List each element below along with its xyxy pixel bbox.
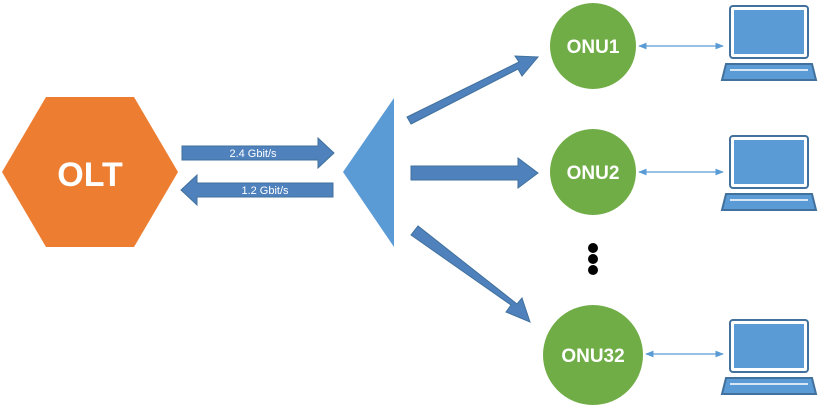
downstream-link: 2.4 Gbit/s [181,136,335,170]
downstream-rate-label: 2.4 Gbit/s [229,148,277,160]
fanout-arrows [406,55,540,323]
fanout-arrow-onu1 [406,55,540,125]
onu-circle [550,3,636,89]
onu-label: ONU1 [567,37,620,58]
downstream-arrow [181,136,335,170]
fanout-arrow-onu32 [410,225,531,323]
onu-node-32: ONU32 [543,305,643,405]
upstream-link: 1.2 Gbit/s [180,173,334,207]
splitter-triangle-icon [343,98,394,247]
onu-label: ONU2 [567,163,620,184]
onu-circle [550,129,636,215]
laptop-icon [720,135,818,211]
fanout-arrow-onu2 [410,157,539,189]
olt-node: OLT [2,97,178,247]
vertical-dots-icon [588,243,598,275]
onu-label: ONU32 [561,346,624,367]
laptop-icon [720,5,818,81]
laptop-icon [720,319,818,395]
ellipsis-dot [588,265,598,275]
olt-label: OLT [57,156,123,194]
onu-circle [543,305,643,405]
upstream-arrow [180,173,334,207]
ellipsis-dot [588,243,598,253]
onu-node-1: ONU1 [550,3,636,89]
upstream-rate-label: 1.2 Gbit/s [241,185,289,197]
onu-node-2: ONU2 [550,129,636,215]
olt-hexagon-shape [2,97,178,247]
ellipsis-dot [588,254,598,264]
